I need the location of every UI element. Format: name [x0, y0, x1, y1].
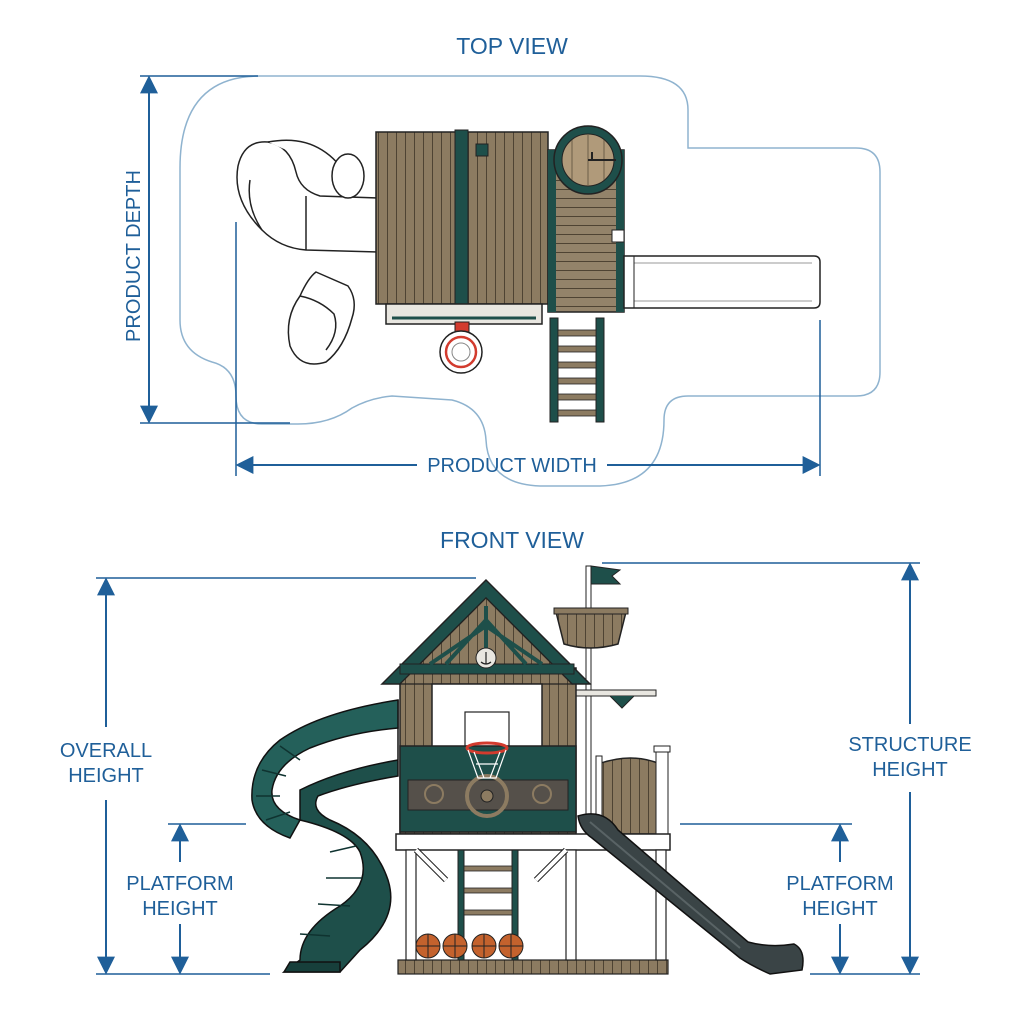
ladder-front	[457, 849, 519, 961]
straight-slide-top	[623, 255, 821, 309]
side-deck-top	[547, 125, 625, 313]
front-view-title: FRONT VIEW	[440, 527, 584, 553]
structure-height-label-line2: HEIGHT	[872, 759, 948, 781]
straight-slide-front	[577, 813, 804, 975]
platform-height-left-label-line1: PLATFORM	[126, 873, 233, 895]
side-deck-front	[595, 745, 671, 835]
basketball-hoop-top	[439, 321, 483, 374]
overall-height-label-line1: OVERALL	[60, 740, 152, 762]
tube-slide-top	[236, 139, 379, 365]
crows-nest	[553, 565, 657, 827]
width-label: PRODUCT WIDTH	[427, 455, 597, 477]
platform-height-right-label-line2: HEIGHT	[802, 898, 878, 920]
basketballs	[415, 933, 524, 959]
clearance-footprint	[179, 75, 881, 487]
platform-height-left-label-line2: HEIGHT	[142, 898, 218, 920]
tube-slide-front	[251, 699, 399, 973]
platform-height-right-label-line1: PLATFORM	[786, 873, 893, 895]
clubhouse-front	[380, 578, 592, 835]
top-view-title: TOP VIEW	[456, 33, 568, 59]
top-view: TOP VIEW PRODUCT DEPTH PRODUCT WIDTH	[123, 33, 881, 487]
clubhouse-roof-top	[375, 129, 549, 325]
depth-label: PRODUCT DEPTH	[123, 170, 145, 342]
ladder-top	[549, 317, 605, 423]
front-view: FRONT VIEW OVERALL HEIGHT PLATFORM HEIGH…	[60, 527, 972, 975]
ground-base	[397, 959, 669, 975]
overall-height-label-line2: HEIGHT	[68, 765, 144, 787]
structure-height-label-line1: STRUCTURE	[848, 734, 971, 756]
